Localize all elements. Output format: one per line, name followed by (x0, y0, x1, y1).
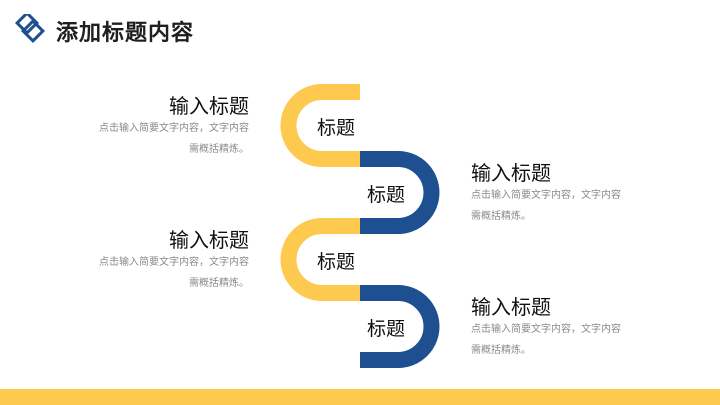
step-1-label: 标题 (316, 117, 355, 139)
step-3-title: 输入标题 (169, 228, 249, 252)
page-title: 添加标题内容 (56, 21, 195, 46)
step-3-desc: 点击输入简要文字内容，文字内容需概括精炼。 (99, 257, 249, 289)
diamond-logo-icon (14, 14, 46, 44)
step-2-desc: 点击输入简要文字内容，文字内容需概括精炼。 (471, 190, 621, 222)
footer-accent-bar (0, 389, 720, 405)
step-4-label: 标题 (366, 318, 405, 340)
step-2-label: 标题 (366, 184, 405, 206)
step-2-arc (360, 151, 440, 234)
step-1-desc: 点击输入简要文字内容，文字内容需概括精炼。 (99, 123, 249, 155)
step-1-arc (280, 84, 360, 167)
step-4-arc (360, 285, 440, 368)
step-4-title: 输入标题 (471, 295, 551, 319)
step-3-label: 标题 (316, 251, 355, 273)
step-1-title: 输入标题 (169, 94, 249, 118)
step-2-title: 输入标题 (471, 161, 551, 185)
step-3-arc (280, 218, 360, 301)
step-4-desc: 点击输入简要文字内容，文字内容需概括精炼。 (471, 324, 621, 356)
